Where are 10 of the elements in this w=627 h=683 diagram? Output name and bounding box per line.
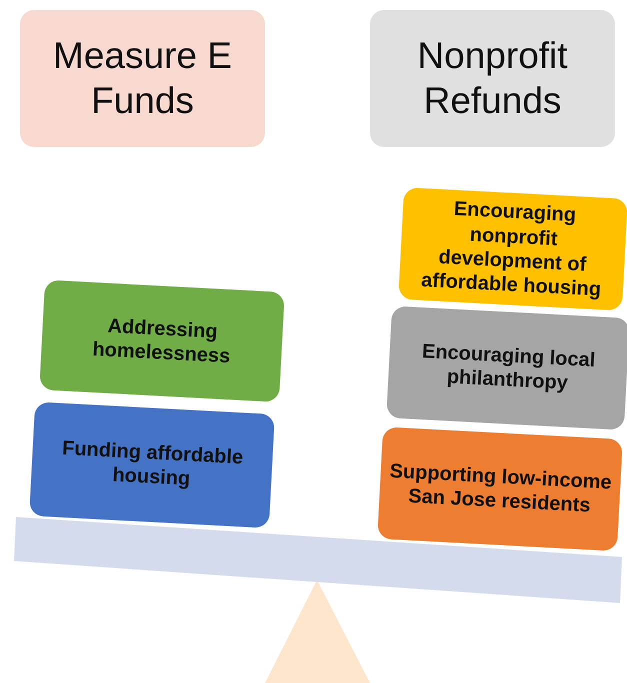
heading-box bbox=[370, 10, 615, 147]
box-text: Funding affordable housing bbox=[60, 436, 245, 492]
box-text: Encouraging nonprofit development of affordable housing bbox=[420, 197, 603, 304]
box-text: Supporting low-income San Jose residents bbox=[388, 458, 614, 519]
box-text: Addressing homelessness bbox=[90, 314, 232, 370]
box-text: Nonprofit Refunds bbox=[416, 34, 569, 122]
box-text: Encouraging local philanthropy bbox=[420, 339, 597, 396]
goal-box bbox=[386, 306, 627, 430]
heading-box bbox=[20, 10, 265, 147]
box-text: Measure E Funds bbox=[52, 34, 233, 122]
